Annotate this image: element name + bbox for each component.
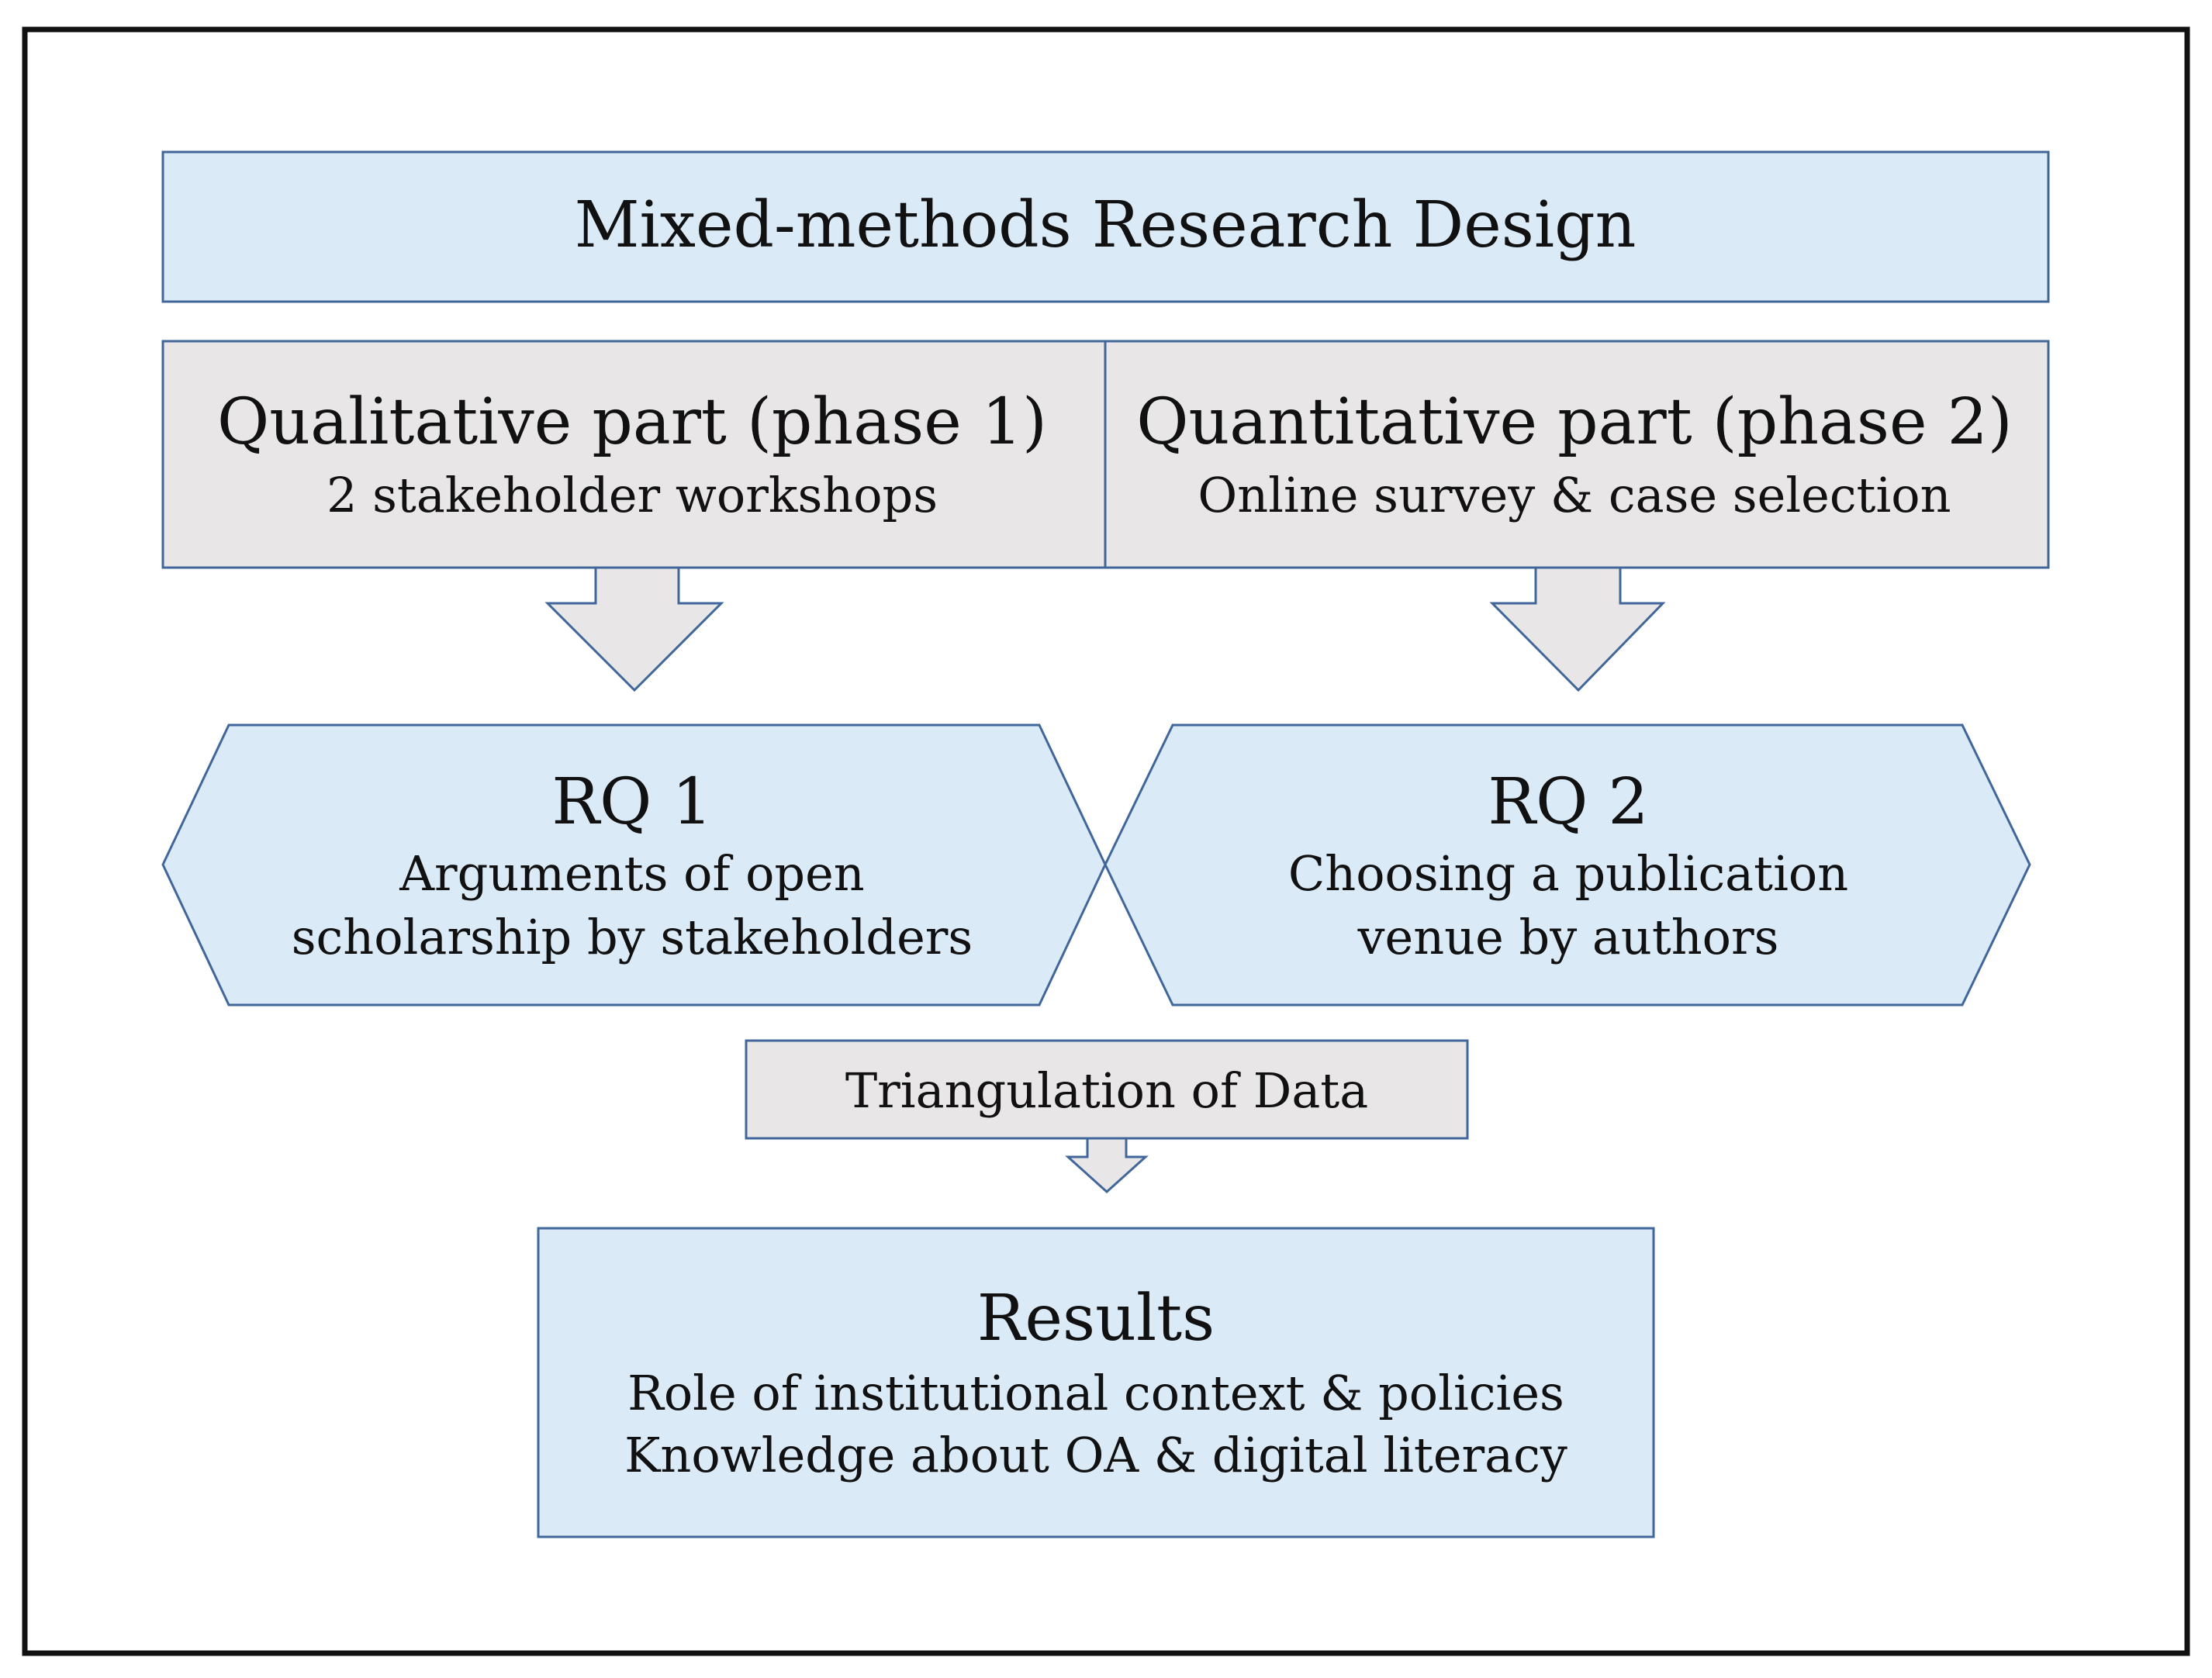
header-box	[161, 150, 2050, 303]
quantitative-subtitle: Online survey & case selection	[1198, 467, 1951, 523]
header-title: Mixed-methods Research Design	[575, 188, 1637, 262]
arrow-down-center	[1065, 1137, 1149, 1194]
rq1-hexagon	[161, 723, 1107, 1006]
rq2-title: RQ 2	[1488, 765, 1648, 839]
results-title: Results	[977, 1282, 1215, 1355]
results-line-2: Knowledge about OA & digital literacy	[624, 1427, 1567, 1483]
qualitative-title: Qualitative part (phase 1)	[217, 385, 1047, 459]
qualitative-subtitle: 2 stakeholder workshops	[327, 467, 938, 523]
rq1-line-2: scholarship by stakeholders	[292, 909, 973, 965]
rq2-line-2: venue by authors	[1357, 909, 1779, 965]
rq1-title: RQ 1	[551, 765, 712, 839]
arrow-down-left	[544, 566, 724, 692]
rq2-line-1: Choosing a publication	[1288, 845, 1848, 902]
triangulation-label: Triangulation of Data	[845, 1062, 1368, 1119]
rq2-hexagon	[1104, 723, 2031, 1006]
qualitative-box	[161, 340, 1107, 569]
arrow-down-right	[1489, 566, 1666, 692]
results-box	[537, 1227, 1655, 1538]
quantitative-box	[1104, 340, 2050, 569]
rq1-line-1: Arguments of open	[399, 845, 865, 902]
quantitative-title: Quantitative part (phase 2)	[1136, 385, 2012, 459]
results-line-1: Role of institutional context & policies	[627, 1365, 1564, 1421]
